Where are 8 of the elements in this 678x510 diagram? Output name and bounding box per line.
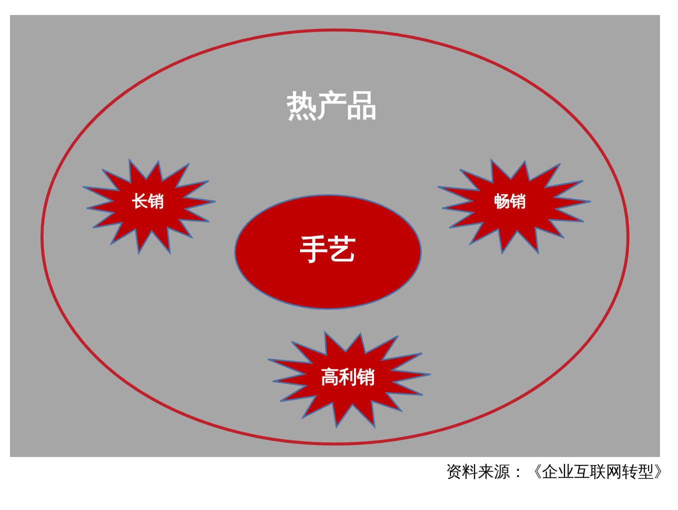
starburst-label: 畅销 <box>494 192 526 212</box>
heading-text: 热产品 <box>287 88 377 126</box>
center-ellipse <box>233 193 423 311</box>
source-caption: 资料来源：《企业互联网转型》 <box>446 462 670 483</box>
starburst-label: 高利销 <box>321 366 375 389</box>
starburst-label: 长销 <box>132 192 164 212</box>
region-ellipse <box>40 28 630 446</box>
center-label: 手艺 <box>300 232 356 268</box>
